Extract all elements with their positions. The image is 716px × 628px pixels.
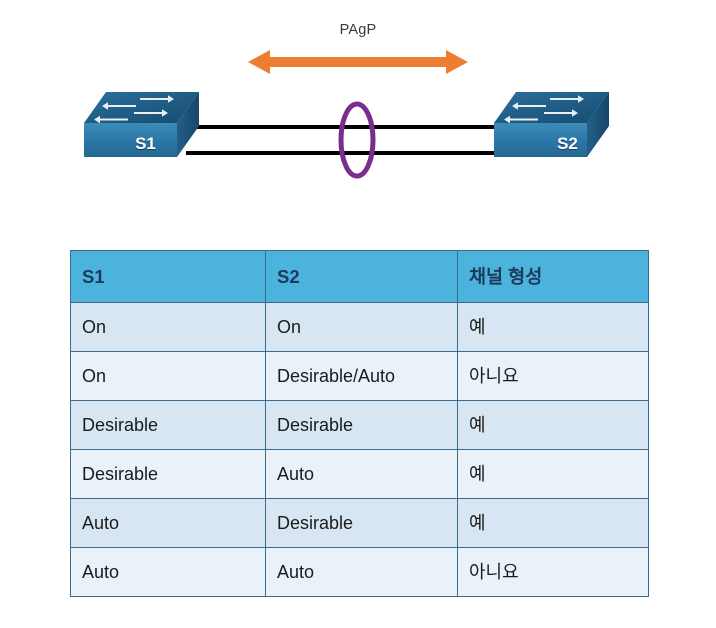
switch-side-face [177, 92, 199, 157]
switch-front-face [494, 123, 587, 157]
table-body: On On 예 On Desirable/Auto 아니요 Desirable … [70, 302, 649, 597]
pagp-network-diagram: PAgP [0, 0, 716, 230]
table-row: Auto Auto 아니요 [70, 547, 649, 597]
switch-s1: S1 [84, 92, 199, 164]
table-row: Desirable Auto 예 [70, 449, 649, 499]
cell-channel-formed: 예 [457, 400, 649, 450]
table-row: On Desirable/Auto 아니요 [70, 351, 649, 401]
cell-s1-mode: On [70, 302, 266, 352]
switch-side-face [587, 92, 609, 157]
cell-channel-formed: 예 [457, 449, 649, 499]
column-header-s1: S1 [70, 250, 266, 303]
cell-s2-mode: Auto [265, 547, 458, 597]
switch-traffic-arrows [504, 95, 584, 124]
cell-s1-mode: Desirable [70, 449, 266, 499]
cell-s1-mode: Desirable [70, 400, 266, 450]
cell-channel-formed: 예 [457, 302, 649, 352]
cell-channel-formed: 아니요 [457, 547, 649, 597]
table-row: Auto Desirable 예 [70, 498, 649, 548]
cell-s2-mode: Desirable [265, 400, 458, 450]
column-header-channel: 채널 형성 [457, 250, 649, 303]
switch-front-face [84, 123, 177, 157]
switch-links-group [186, 101, 516, 179]
pagp-channel-formation-table: S1 S2 채널 형성 On On 예 On Desirable/Auto 아니… [70, 250, 649, 597]
table-header-row: S1 S2 채널 형성 [70, 250, 649, 303]
table-row: On On 예 [70, 302, 649, 352]
cell-s1-mode: On [70, 351, 266, 401]
cell-s2-mode: Desirable/Auto [265, 351, 458, 401]
cell-s2-mode: Auto [265, 449, 458, 499]
cell-channel-formed: 아니요 [457, 351, 649, 401]
bidirectional-negotiation-arrow [248, 50, 468, 74]
cell-s2-mode: Desirable [265, 498, 458, 548]
cell-s1-mode: Auto [70, 498, 266, 548]
cell-channel-formed: 예 [457, 498, 649, 548]
switch-s2: S2 [494, 92, 609, 164]
table-row: Desirable Desirable 예 [70, 400, 649, 450]
cell-s1-mode: Auto [70, 547, 266, 597]
pagp-protocol-label: PAgP [339, 22, 377, 38]
cell-s2-mode: On [265, 302, 458, 352]
etherchannel-bundle-highlight [338, 101, 376, 179]
switch-traffic-arrows [94, 95, 174, 124]
column-header-s2: S2 [265, 250, 458, 303]
